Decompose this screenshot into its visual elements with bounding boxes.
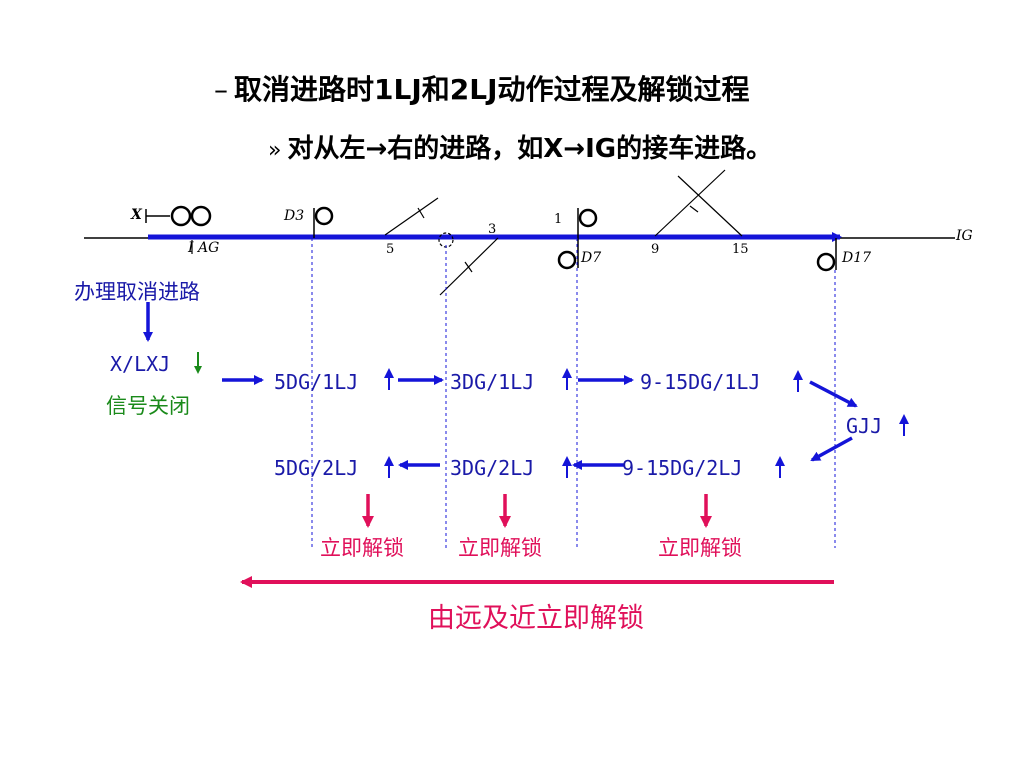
switch-5-tick — [417, 207, 425, 219]
relay-5dg-2lj: 5DG/2LJ — [274, 456, 359, 480]
switch-5-line — [384, 197, 439, 236]
switch-9-label: 9 — [651, 242, 660, 257]
x-lxj-relay-label: X/LXJ — [110, 352, 171, 376]
cancel-route-label: 办理取消进路 — [74, 280, 200, 304]
signal-d3-lamp — [314, 206, 334, 226]
switch-15-label: 15 — [732, 242, 749, 257]
relay-gjj: GJJ — [846, 414, 883, 438]
section-ag-label: I AG — [188, 240, 220, 256]
relay-915dg-2lj: 9-15DG/2LJ — [622, 456, 743, 480]
unlock-label-2: 立即解锁 — [458, 536, 542, 560]
switch-3-label: 3 — [488, 222, 497, 237]
arrow-915dg1-to-gjj — [809, 380, 858, 408]
signal-d17-label: D17 — [842, 250, 872, 266]
title-text: 取消进路时1LJ和2LJ动作过程及解锁过程 — [234, 73, 750, 106]
unlock-label-1: 立即解锁 — [320, 536, 404, 560]
unlock-label-3: 立即解锁 — [658, 536, 742, 560]
relay-915dg-1lj: 9-15DG/1LJ — [640, 370, 761, 394]
signal-d17-lamp — [816, 252, 836, 272]
track-ig-label: IG — [956, 228, 973, 244]
switch-3-line — [439, 237, 499, 296]
crossover-tick — [689, 205, 699, 213]
signal-x-label: X — [131, 207, 142, 223]
far-to-near-label: 由远及近立即解锁 — [428, 603, 644, 634]
relay-3dg-2lj: 3DG/2LJ — [450, 456, 535, 480]
relay-3dg-1lj: 3DG/1LJ — [450, 370, 535, 394]
crossover-9-line — [654, 169, 726, 237]
signal-x-lamp-1 — [170, 205, 192, 227]
switch-3-tick — [464, 261, 473, 273]
signal-d3-label: D3 — [284, 208, 305, 224]
arrow-gjj-to-915dg2 — [810, 436, 853, 462]
signal-closed-label: 信号关闭 — [106, 394, 190, 418]
relay-5dg-1lj: 5DG/1LJ — [274, 370, 359, 394]
bullet-marker: » — [268, 138, 282, 163]
subtitle-text: 对从左→右的进路，如X→IG的接车进路。 — [287, 134, 773, 164]
page-title: –取消进路时1LJ和2LJ动作过程及解锁过程 — [214, 68, 750, 108]
crossover-15-line — [677, 175, 743, 237]
signal-x-lamp-2 — [190, 205, 212, 227]
signal-d7-label: D7 — [581, 250, 602, 266]
switch-5-label: 5 — [386, 242, 395, 257]
subtitle: »对从左→右的进路，如X→IG的接车进路。 — [268, 128, 772, 165]
mark-1-label: 1 — [554, 212, 563, 227]
dash-marker: – — [214, 73, 228, 106]
signal-d7-lamp-upper — [578, 208, 598, 228]
signal-d7-lamp-lower — [557, 250, 577, 270]
